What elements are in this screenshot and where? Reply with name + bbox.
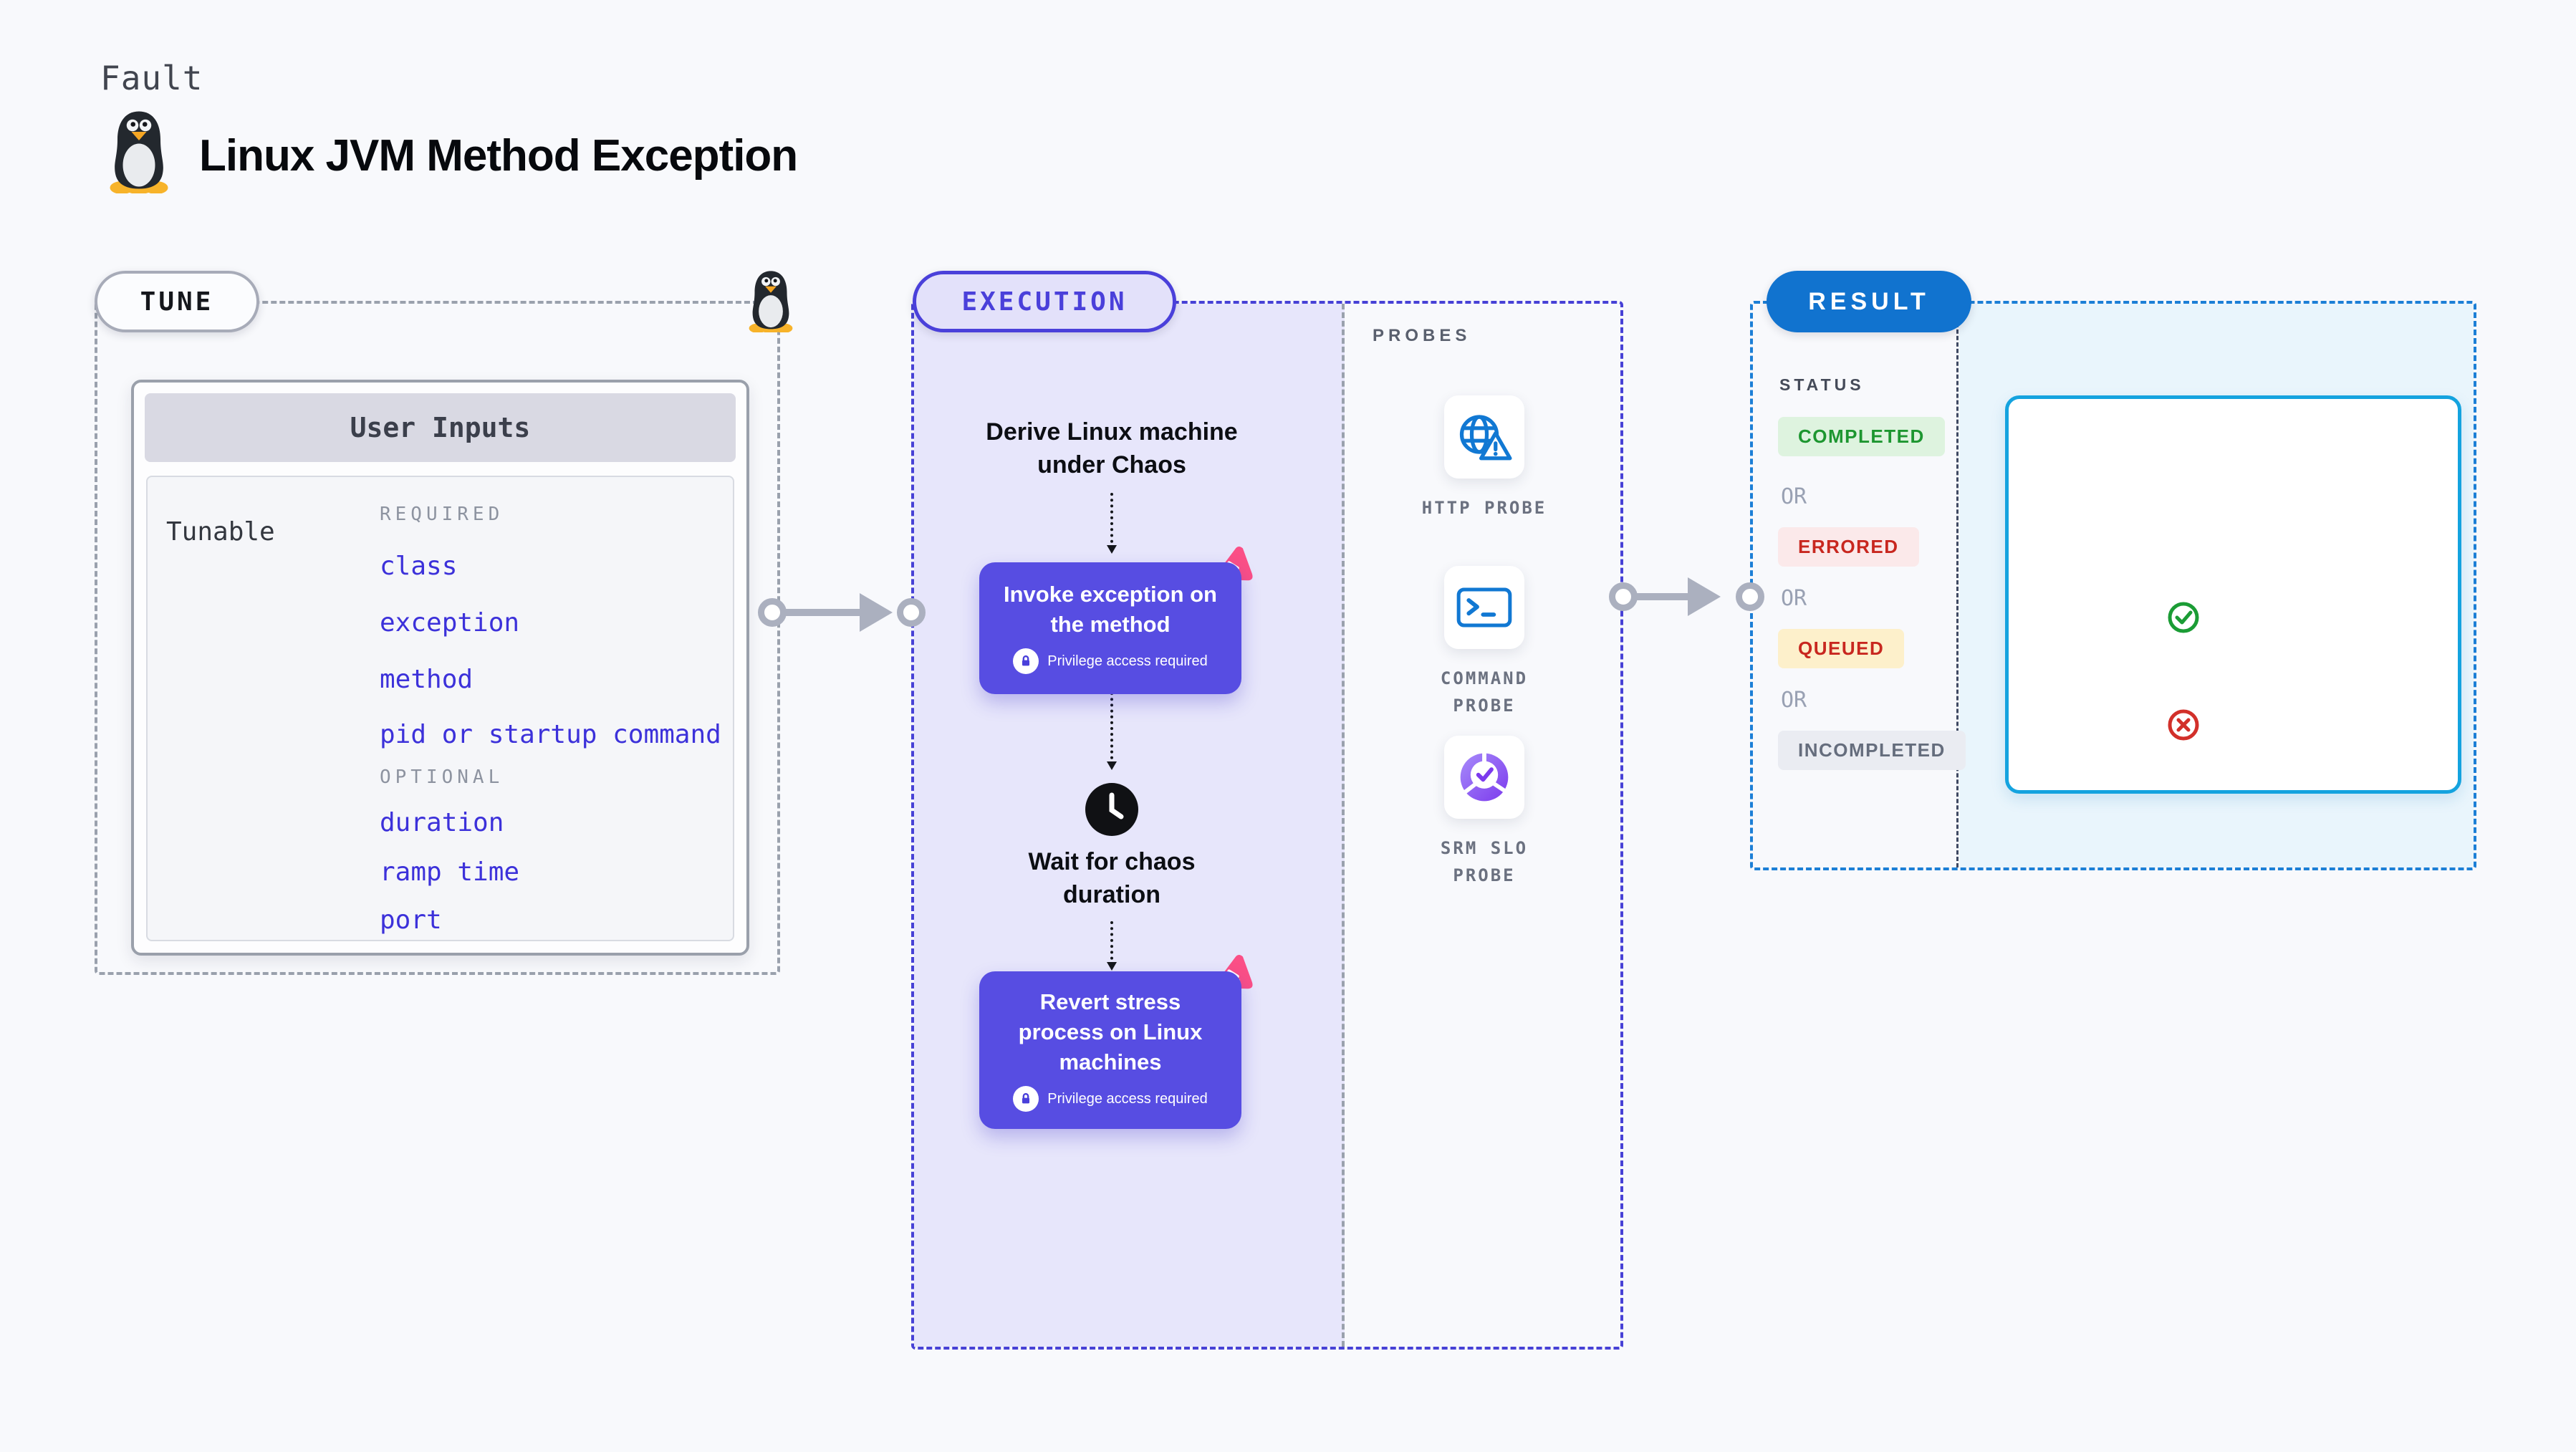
tunable-link-duration[interactable]: duration [380, 808, 504, 837]
tunable-link-port[interactable]: port [380, 905, 442, 935]
tune-badge-label: TUNE [140, 287, 214, 317]
connector-dot [758, 598, 787, 627]
command-probe-card [1444, 566, 1524, 649]
passed-check-icon [2168, 602, 2199, 633]
probes-divider [1342, 304, 1345, 1347]
result-badge: RESULT [1767, 271, 1971, 332]
flow-arrow-down [1107, 921, 1117, 971]
linux-penguin-icon [110, 111, 168, 193]
tune-badge: TUNE [95, 271, 259, 332]
or-label: OR [1781, 688, 1807, 713]
output-box [2005, 395, 2461, 794]
invoke-exception-node: Invoke exception on the method Privilege… [979, 562, 1241, 694]
status-badge-incompleted: INCOMPLETED [1778, 731, 1966, 770]
or-label: OR [1781, 484, 1807, 509]
tune-penguin-icon [749, 271, 793, 332]
tunable-label: Tunable [166, 517, 275, 547]
result-badge-label: RESULT [1808, 287, 1930, 315]
tunable-link-class[interactable]: class [380, 552, 458, 581]
wait-step-text: Wait for chaos duration [1028, 848, 1196, 908]
execution-to-result-arrowhead [1688, 577, 1721, 616]
tune-section-box [95, 301, 780, 975]
status-output-divider [1956, 304, 1959, 867]
tunable-link-pid-or-startup-command[interactable]: pid or startup command [380, 720, 721, 749]
user-inputs-body [146, 476, 734, 941]
lock-icon [1013, 1086, 1039, 1112]
lock-icon [1013, 648, 1039, 674]
user-inputs-header: User Inputs [145, 393, 736, 462]
user-inputs-title: User Inputs [350, 412, 531, 443]
execution-badge: EXECUTION [913, 271, 1176, 332]
slo-pie-check-icon [1460, 751, 1509, 802]
tune-to-execution-arrowhead [860, 593, 893, 632]
revert-stress-title: Revert stress process on Linux machines [1018, 989, 1203, 1074]
revert-stress-node: Revert stress process on Linux machines … [979, 971, 1241, 1129]
http-probe-card [1444, 395, 1524, 479]
execution-badge-label: EXECUTION [961, 287, 1128, 317]
fault-kicker: Fault [100, 59, 203, 97]
privilege-row: Privilege access required [979, 648, 1241, 674]
command-probe-label: COMMAND PROBE [1440, 668, 1529, 716]
status-badge-completed: COMPLETED [1778, 417, 1945, 456]
status-badge-errored: ERRORED [1778, 527, 1919, 567]
connector-dot [897, 598, 926, 627]
tunable-link-method[interactable]: method [380, 665, 474, 694]
status-badge-queued: QUEUED [1778, 629, 1905, 668]
probes-label: PROBES [1373, 326, 1471, 345]
srm-slo-probe-label: SRM SLO PROBE [1440, 838, 1529, 885]
http-probe-label: HTTP PROBE [1421, 498, 1547, 518]
srm-slo-probe-card [1444, 736, 1524, 819]
connector-dot [1736, 582, 1764, 611]
tunable-link-ramp-time[interactable]: ramp time [380, 857, 520, 887]
privilege-row: Privilege access required [979, 1086, 1241, 1112]
flow-arrow-down [1107, 686, 1117, 770]
required-label: REQUIRED [380, 504, 504, 525]
or-label: OR [1781, 586, 1807, 611]
execution-to-result-arrow [1636, 593, 1698, 600]
globe-alert-icon [1459, 415, 1512, 461]
status-label: STATUS [1779, 375, 1865, 394]
derive-step-text: Derive Linux machine under Chaos [986, 418, 1238, 479]
terminal-icon [1456, 587, 1512, 628]
privilege-note: Privilege access required [1047, 1090, 1208, 1107]
tune-to-execution-arrow [781, 609, 873, 616]
flow-arrow-down [1107, 493, 1117, 554]
privilege-note: Privilege access required [1047, 653, 1208, 669]
clock-icon [1085, 783, 1138, 836]
page-title: Linux JVM Method Exception [199, 131, 798, 181]
invoke-exception-title: Invoke exception on the method [1003, 582, 1217, 637]
connector-dot [1609, 582, 1638, 611]
failed-x-icon [2168, 709, 2199, 741]
tunable-link-exception[interactable]: exception [380, 608, 520, 638]
optional-label: OPTIONAL [380, 766, 504, 788]
